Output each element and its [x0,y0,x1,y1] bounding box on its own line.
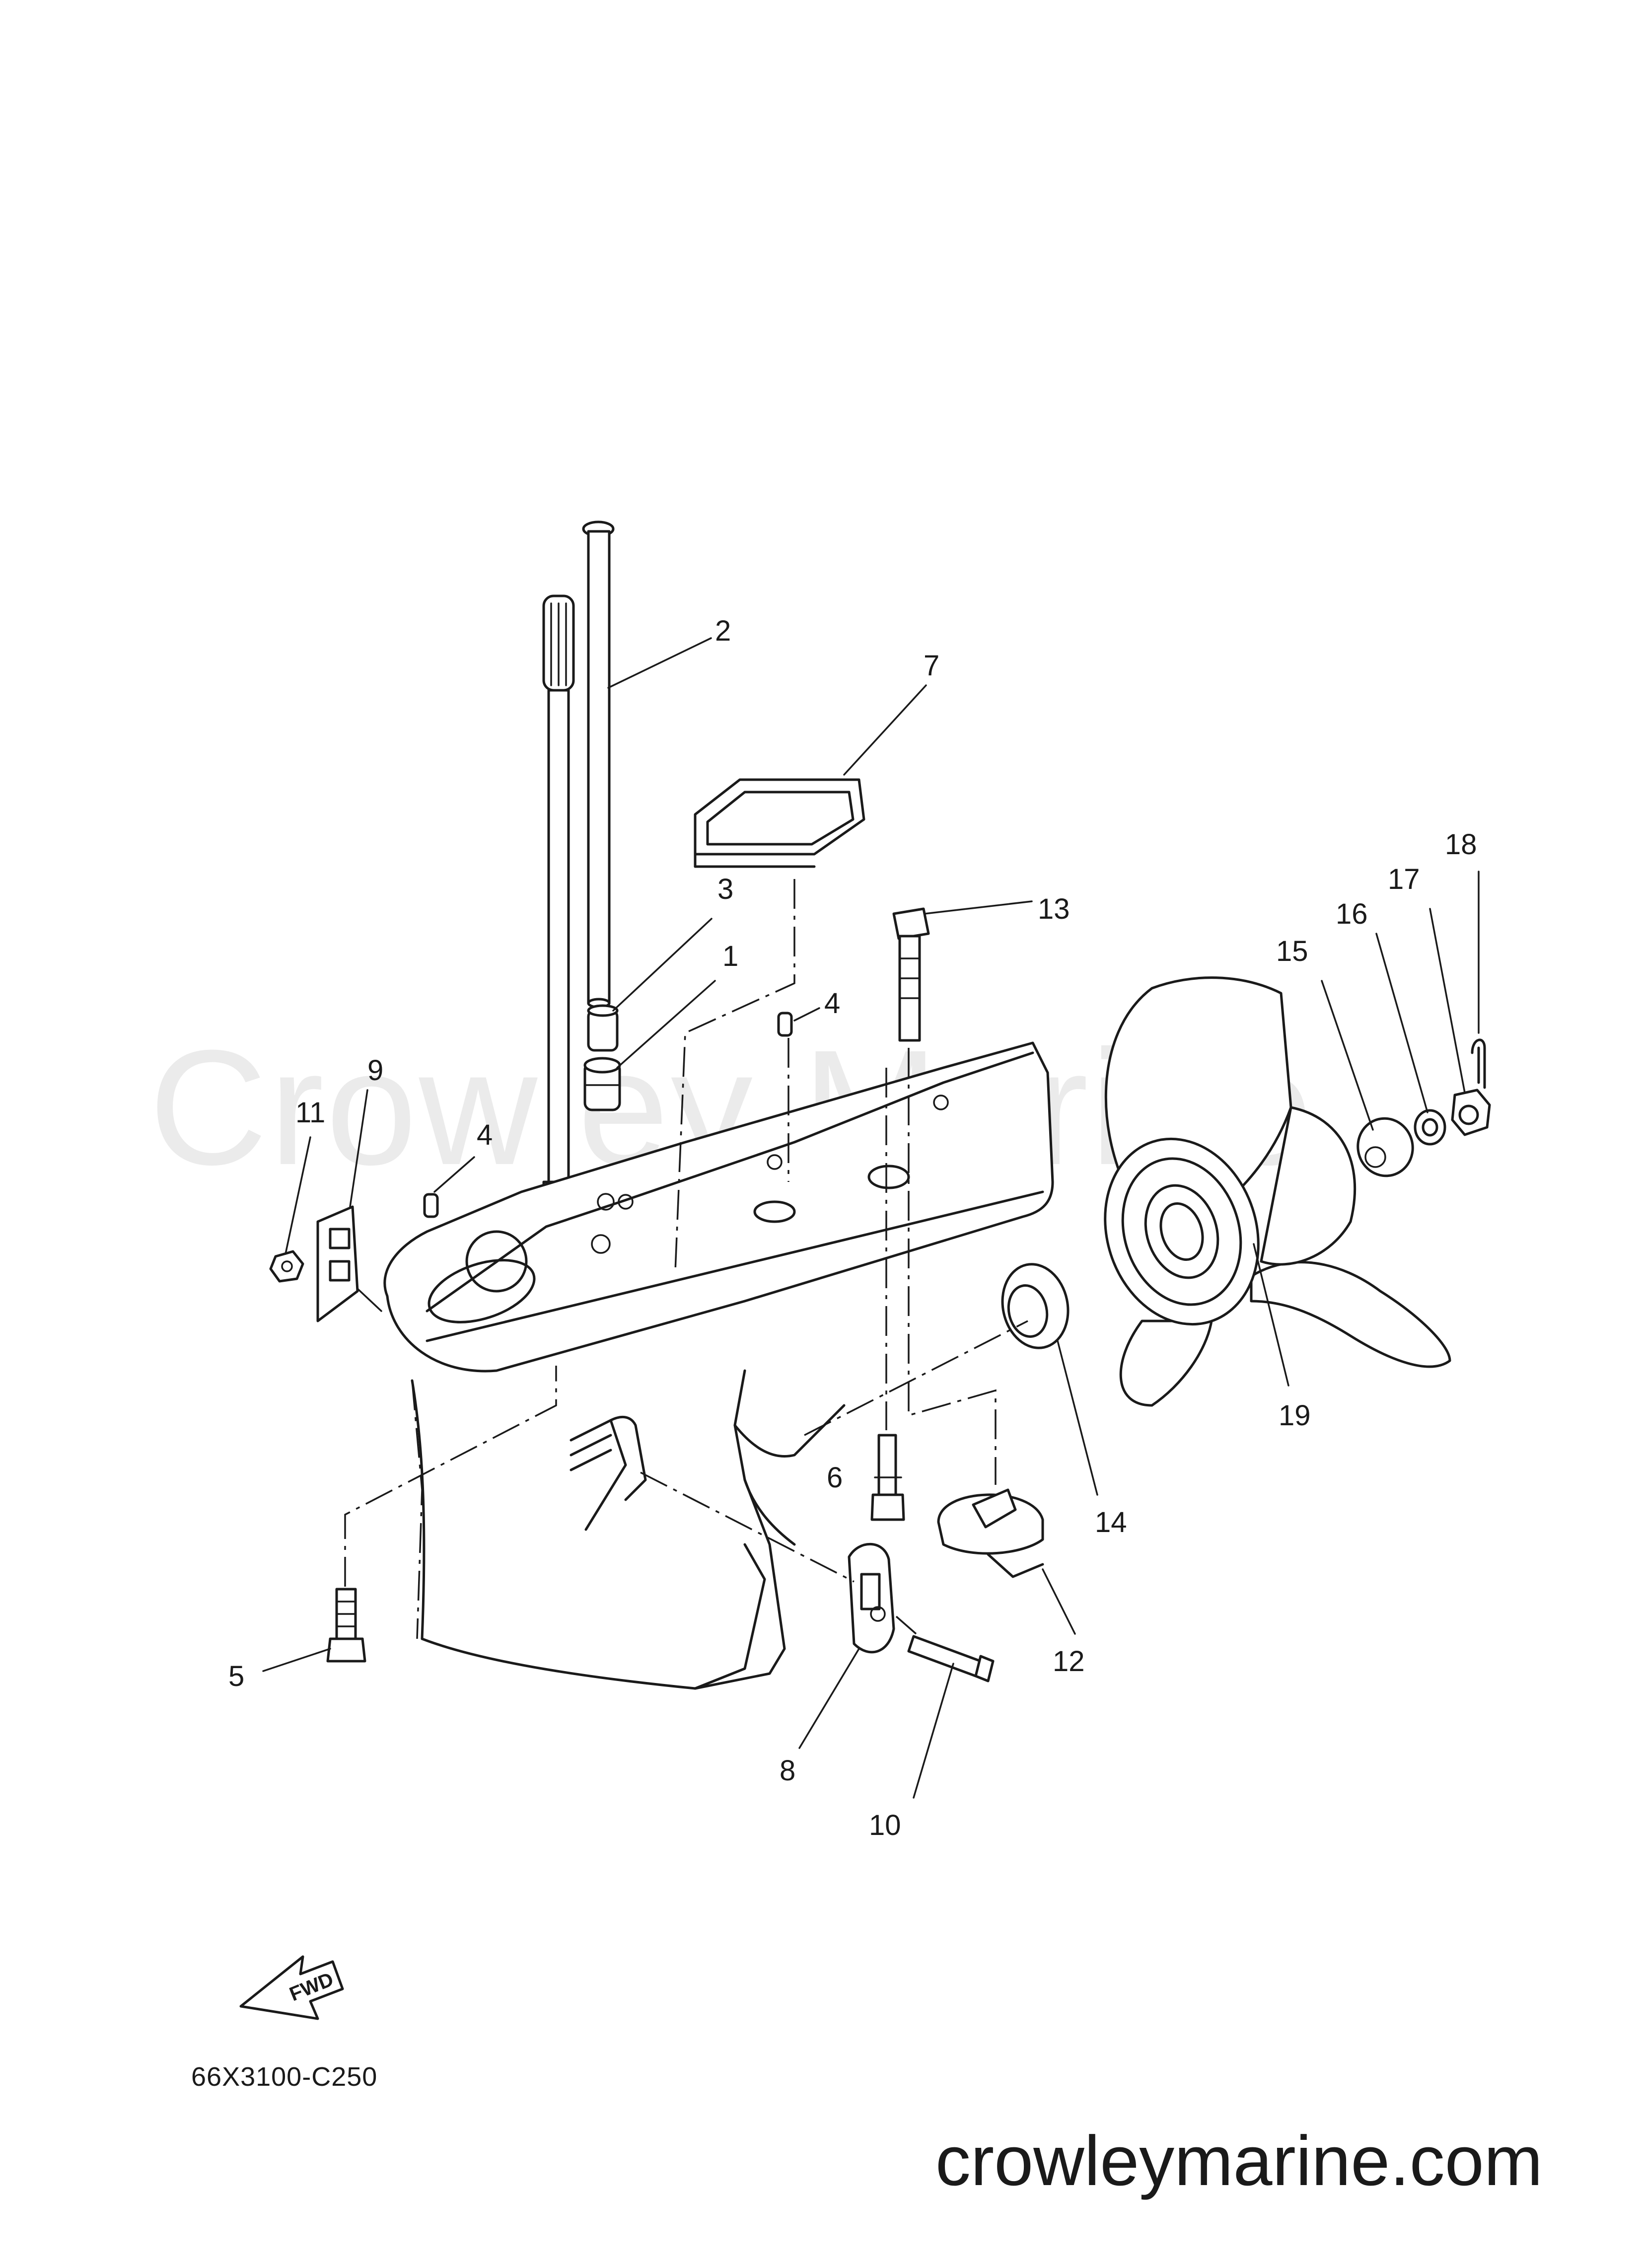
callout-labels: 1 2 3 4 4 5 6 7 8 9 10 11 12 13 14 15 16… [228,615,1477,1841]
callout-9: 9 [367,1054,383,1087]
grommet-3 [587,1004,619,1052]
callout-8: 8 [780,1755,795,1787]
callout-4a: 4 [824,987,840,1020]
callout-3: 3 [717,873,733,905]
bolt-6 [870,1434,905,1521]
website-footer: crowleymarine.com [935,2122,1543,2200]
shift-rod [582,520,615,1009]
callout-12: 12 [1053,1645,1085,1678]
propeller-19 [1104,976,1451,1407]
bolt-5 [326,1588,366,1663]
dowel-pin-4a [777,1012,793,1037]
callout-2: 2 [715,615,731,647]
drive-shaft [542,594,575,1238]
callout-14: 14 [1095,1506,1127,1538]
callout-13: 13 [1038,893,1070,925]
callout-19: 19 [1279,1399,1311,1432]
callout-17: 17 [1388,863,1420,895]
callout-5: 5 [228,1660,244,1692]
callout-10: 10 [869,1809,901,1841]
callout-18: 18 [1445,828,1477,861]
cotter-pin-18 [1471,1038,1486,1089]
callout-1: 1 [722,940,738,972]
leader-lines [262,637,1480,1799]
bolt-13 [892,907,930,1042]
gasket-7 [694,778,865,868]
callout-6: 6 [827,1462,843,1494]
bolt-10 [907,1635,995,1683]
fwd-arrow-icon: FWD [239,1955,344,2020]
callout-4b: 4 [477,1119,493,1151]
washer-16 [1414,1109,1446,1146]
diagram-code: 66X3100-C250 [191,2062,377,2092]
grommet-1 [583,1057,621,1111]
trim-tab-8 [848,1542,895,1654]
spacer-14 [1001,1263,1070,1349]
anode-12 [937,1488,1044,1578]
callout-11: 11 [295,1097,325,1129]
nut-11 [269,1250,304,1283]
callout-16: 16 [1336,898,1368,930]
nut-17 [1451,1089,1491,1136]
anode-9 [316,1205,359,1322]
callout-15: 15 [1276,935,1308,967]
callout-7: 7 [924,650,939,682]
dowel-pin-4b [423,1193,439,1218]
thrust-washer-15 [1356,1117,1414,1177]
